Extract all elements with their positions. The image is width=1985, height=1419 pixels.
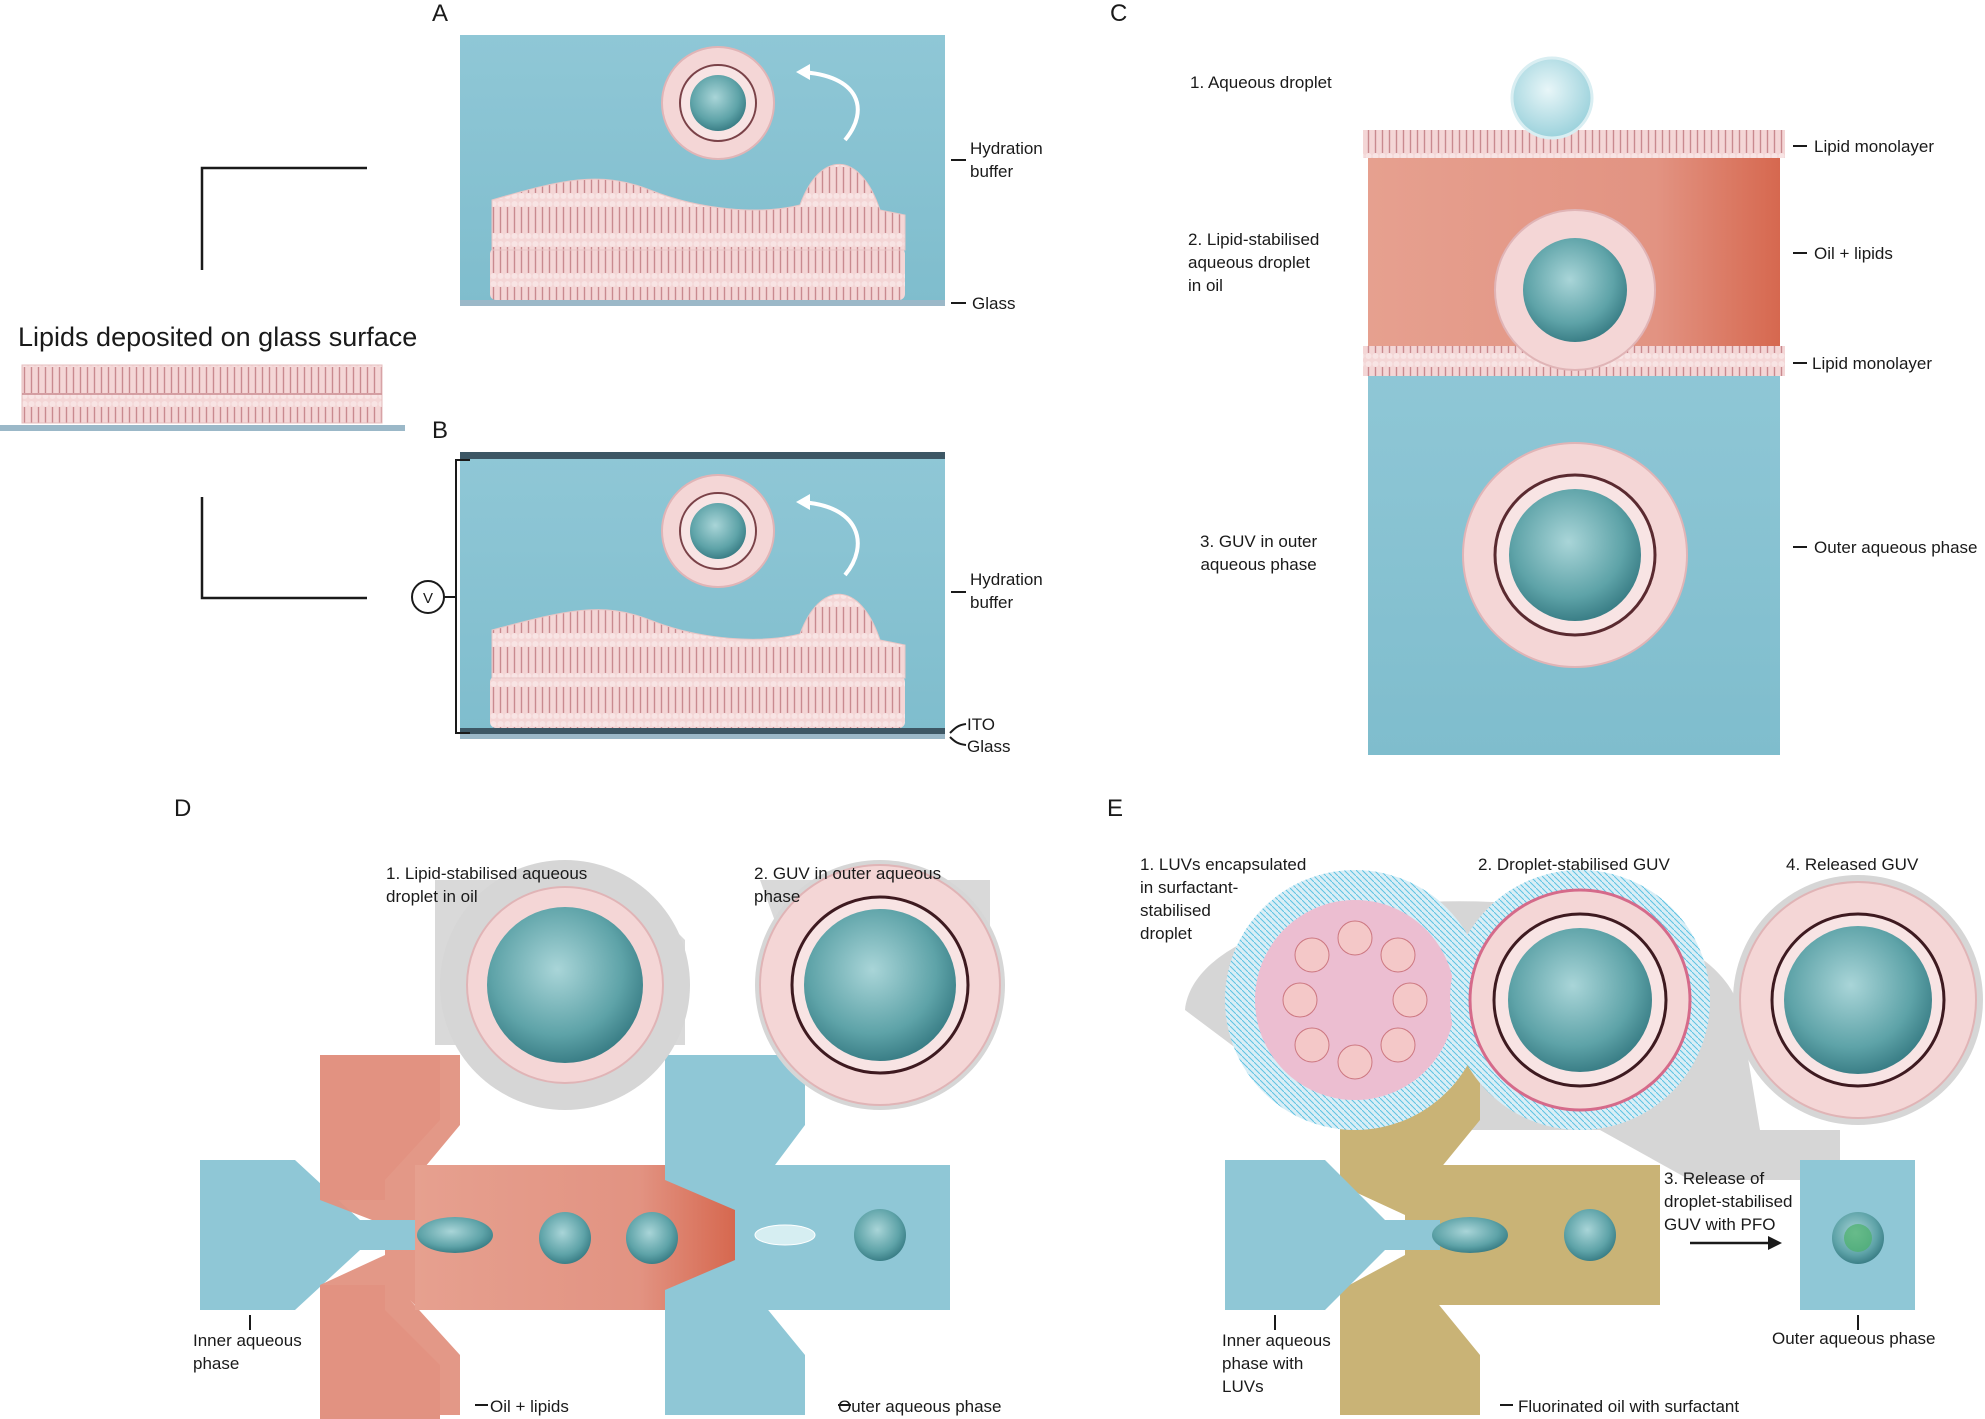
panel-e-callout-4: 4. Released GUV bbox=[1786, 855, 1919, 874]
panel-e-leaders bbox=[1274, 1315, 1859, 1406]
panel-b-glass-label: Glass bbox=[967, 737, 1011, 756]
panel-c-oil-lipids: Oil + lipids bbox=[1814, 244, 1893, 263]
voltage-circuit bbox=[411, 459, 470, 734]
panel-e-outer-aqueous: Outer aqueous phase bbox=[1772, 1329, 1936, 1348]
panel-c-illustration bbox=[1363, 56, 1785, 755]
panel-e-luvs bbox=[1282, 920, 1428, 1080]
panel-b-ito-label: ITO bbox=[967, 715, 996, 734]
panel-d-outer-aqueous: Outer aqueous phase bbox=[838, 1397, 1002, 1416]
left-title: Lipids deposited on glass surface bbox=[18, 322, 418, 352]
bracket-arrows bbox=[200, 166, 367, 600]
glass-surface bbox=[0, 425, 405, 431]
panel-e-letter: E bbox=[1107, 795, 1124, 822]
panel-b-hydration-label: Hydration buffer bbox=[970, 570, 1043, 612]
deposited-lipid-stack bbox=[0, 364, 405, 431]
panel-d-inner-aqueous: Inner aqueous phase bbox=[193, 1331, 302, 1373]
panel-c-step-1: 1. Aqueous droplet bbox=[1190, 73, 1332, 92]
panel-a-leaders bbox=[951, 159, 966, 304]
release-arrow bbox=[1690, 1236, 1782, 1250]
panel-e-callout-1: 1. LUVs encapsulated in surfactant- stab… bbox=[1140, 855, 1307, 943]
panel-e-inner-aqueous: Inner aqueous phase with LUVs bbox=[1222, 1331, 1331, 1396]
panel-e-fluorinated-oil: Fluorinated oil with surfactant bbox=[1518, 1397, 1740, 1416]
panel-c-leaders bbox=[1793, 145, 1807, 548]
panel-a-hydration-label: Hydration buffer bbox=[970, 139, 1043, 181]
panel-a-illustration bbox=[460, 35, 945, 306]
panel-b-illustration bbox=[460, 452, 945, 739]
panel-b-letter: B bbox=[432, 417, 449, 444]
panel-c-lipid-monolayer-bottom: Lipid monolayer bbox=[1812, 354, 1933, 373]
panel-e-device bbox=[1185, 870, 1983, 1415]
panel-a-letter: A bbox=[432, 0, 449, 27]
panel-c-outer-aqueous: Outer aqueous phase bbox=[1814, 538, 1978, 557]
panel-d-device bbox=[200, 860, 1005, 1419]
panel-d-oil-lipids: Oil + lipids bbox=[490, 1397, 569, 1416]
panel-e-release-label: 3. Release of droplet-stabilised GUV wit… bbox=[1664, 1169, 1793, 1234]
panel-c-lipid-monolayer-top: Lipid monolayer bbox=[1814, 137, 1935, 156]
panel-b-leaders bbox=[949, 591, 967, 746]
panel-d-callout-2: 2. GUV in outer aqueous phase bbox=[754, 864, 942, 906]
panel-d-callout-1: 1. Lipid-stabilised aqueous droplet in o… bbox=[386, 864, 588, 906]
panel-c-step-3: 3. GUV in outer aqueous phase bbox=[1200, 532, 1318, 574]
voltage-label: V bbox=[422, 590, 433, 607]
panel-c-letter: C bbox=[1110, 0, 1128, 27]
panel-d-leaders bbox=[249, 1315, 851, 1406]
voltage-source-icon bbox=[411, 580, 445, 614]
panel-d-letter: D bbox=[174, 795, 192, 822]
panel-a-glass-label: Glass bbox=[972, 294, 1016, 313]
panel-e-callout-2: 2. Droplet-stabilised GUV bbox=[1478, 855, 1670, 874]
panel-c-step-2: 2. Lipid-stabilised aqueous droplet in o… bbox=[1188, 230, 1320, 295]
